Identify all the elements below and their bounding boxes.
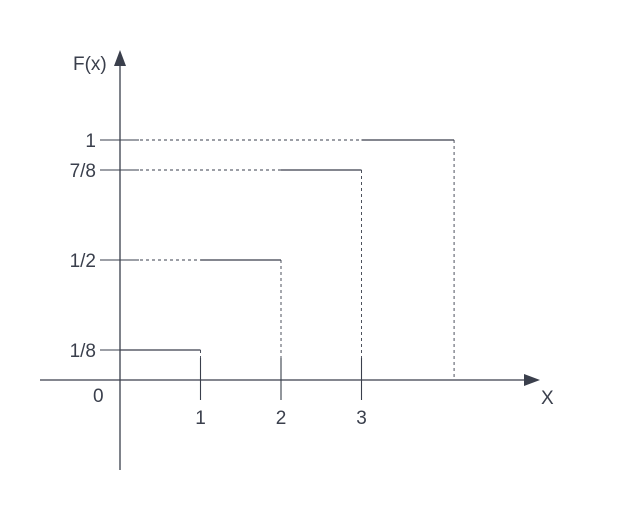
y-tick-label: 7/8 <box>70 161 96 182</box>
x-tick-label: 1 <box>195 408 206 429</box>
x-axis-label: X <box>541 388 554 409</box>
y-axis-label: F(x) <box>73 54 107 75</box>
step-segments <box>120 139 455 351</box>
dashed-guides <box>122 139 455 380</box>
x-axis-arrow-icon <box>524 374 540 386</box>
y-tick-label: 1/8 <box>70 341 96 362</box>
tick-marks <box>100 139 363 400</box>
x-tick-label: 2 <box>276 408 287 429</box>
x-tick-label: 3 <box>356 408 367 429</box>
origin-label: 0 <box>93 386 104 407</box>
y-axis-arrow-icon <box>114 50 126 66</box>
y-tick-label: 1/2 <box>70 251 96 272</box>
tick-labels: 1/8 1/2 7/8 1 1 2 3 <box>70 131 367 429</box>
y-tick-label: 1 <box>85 131 96 152</box>
